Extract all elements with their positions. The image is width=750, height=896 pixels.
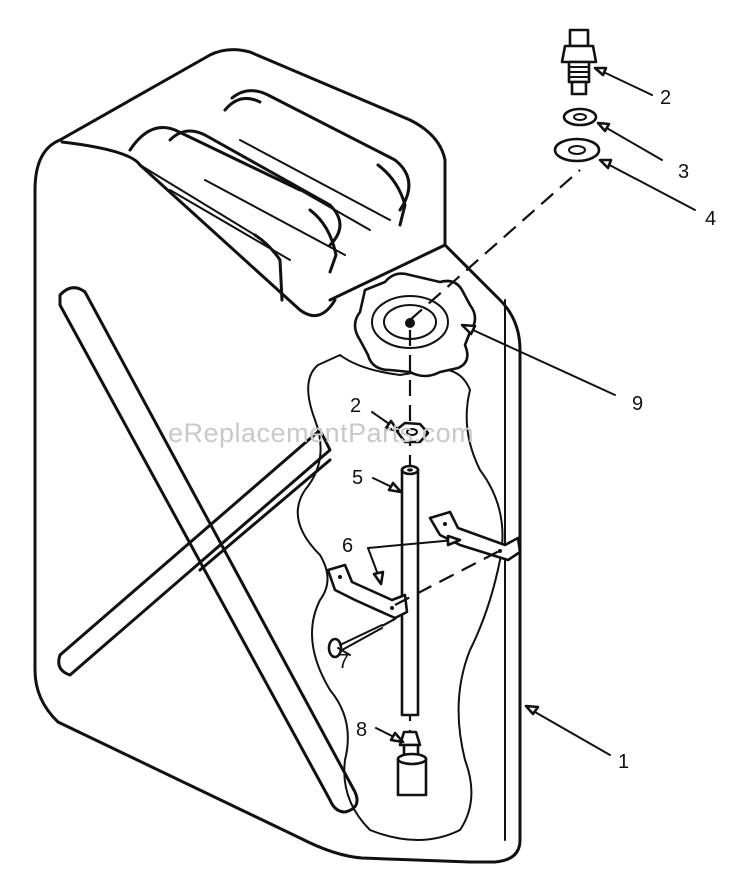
fitting-top — [560, 28, 598, 96]
watermark-text: eReplacementParts.com — [168, 418, 474, 448]
callout-part-9: 9 — [632, 393, 643, 415]
callout-part-3: 3 — [678, 161, 689, 183]
callout-part-2-top: 2 — [660, 87, 671, 109]
callout-part-4: 4 — [705, 208, 716, 230]
callout-part-1: 1 — [618, 751, 629, 773]
callout-part-2-nut: 2 — [350, 395, 361, 417]
filler-cap — [353, 272, 477, 378]
pickup-tube — [400, 464, 420, 717]
cutaway-outline — [296, 354, 504, 841]
washer-small — [562, 107, 598, 127]
bracket-dashed-line — [394, 547, 506, 606]
mounting-bracket-right — [428, 510, 522, 562]
mounting-bracket-left — [326, 563, 409, 620]
can-handles — [128, 89, 411, 302]
callout-part-8: 8 — [356, 719, 367, 741]
x-embossing — [57, 286, 359, 814]
callout-part-5: 5 — [352, 467, 363, 489]
callout-part-7: 7 — [338, 651, 349, 673]
assembly-centerline-top — [409, 169, 581, 321]
screw — [327, 624, 383, 659]
hex-nut — [394, 421, 430, 444]
filter-fitting — [396, 730, 428, 797]
jerry-can-body — [33, 48, 522, 864]
washer-large — [553, 137, 601, 163]
screw-dashed-line — [381, 614, 403, 627]
callout-part-6: 6 — [342, 535, 353, 557]
leader-lines — [337, 66, 696, 756]
